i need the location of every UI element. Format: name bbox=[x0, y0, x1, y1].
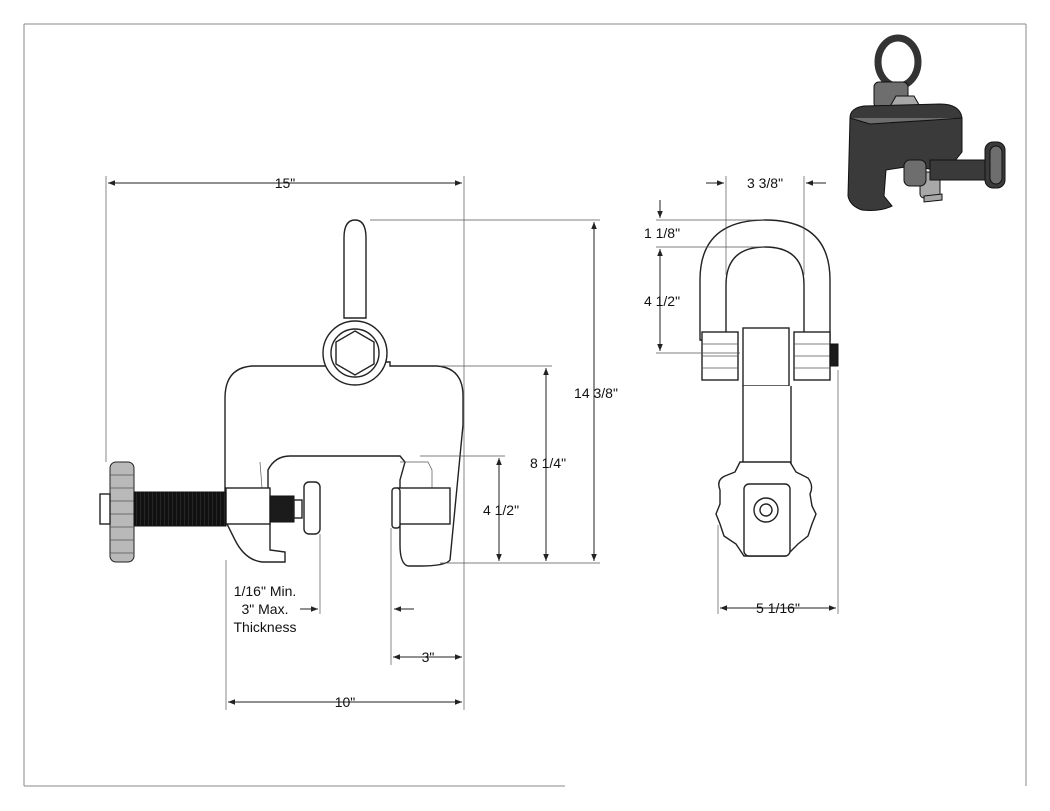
side-plate bbox=[742, 327, 790, 387]
dim-body-height: 8 1/4" bbox=[530, 455, 566, 471]
hex-nut bbox=[335, 330, 375, 376]
dim-side-ring-thickness: 1 1/8" bbox=[644, 225, 680, 241]
isometric-view bbox=[847, 34, 1006, 211]
dim-overall-height: 14 3/8" bbox=[574, 385, 618, 401]
dim-base-width: 10" bbox=[335, 694, 356, 710]
clamp-body bbox=[224, 361, 464, 567]
drawing-frame bbox=[23, 23, 1027, 787]
swivel-pad bbox=[303, 481, 321, 535]
dim-side-ring-height: 4 1/2" bbox=[644, 293, 680, 309]
dim-side-top-width: 3 3/8" bbox=[747, 175, 783, 191]
front-dimensions: 15" 14 3/8" 8 1/4" 4 1/2" 10" 3" 1/16" M… bbox=[105, 175, 618, 710]
dim-thickness-label: Thickness bbox=[233, 619, 296, 635]
dim-side-bottom-width: 5 1/16" bbox=[756, 600, 800, 616]
side-dimensions: 3 3/8" 1 1/8" 4 1/2" 5 1/16" bbox=[644, 175, 839, 616]
dim-overall-width: 15" bbox=[275, 175, 296, 191]
dim-thickness-max: 3" Max. bbox=[242, 601, 289, 617]
dim-thickness-min: 1/16" Min. bbox=[234, 583, 297, 599]
front-view bbox=[99, 219, 464, 567]
shackle-ring bbox=[699, 219, 831, 341]
side-view bbox=[699, 219, 839, 557]
threaded-screw bbox=[133, 491, 227, 527]
dim-jaw-width: 3" bbox=[422, 649, 435, 665]
handwheel bbox=[109, 461, 135, 563]
dim-jaw-depth: 4 1/2" bbox=[483, 502, 519, 518]
lifting-lug bbox=[343, 219, 367, 319]
